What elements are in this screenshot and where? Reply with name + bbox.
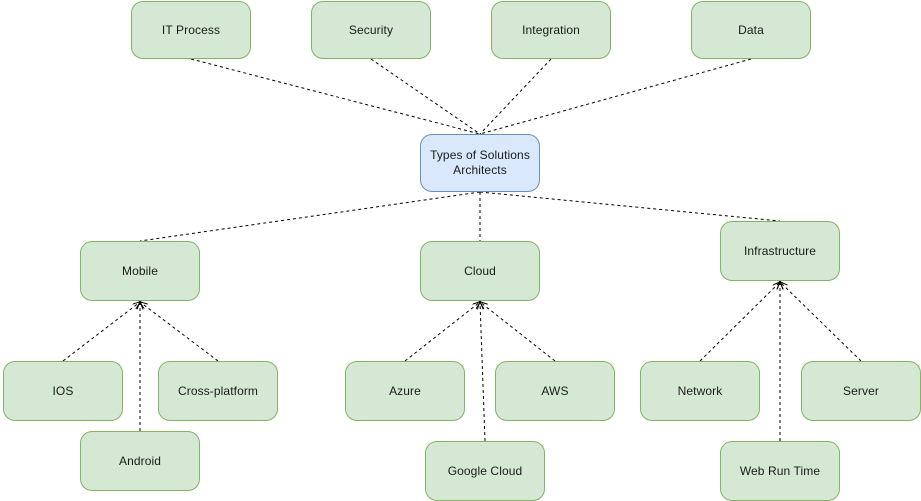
node-label-network: Network xyxy=(677,383,723,398)
node-label-web-run-time: Web Run Time xyxy=(739,463,821,478)
node-label-cloud: Cloud xyxy=(464,263,496,278)
node-infrastructure[interactable]: Infrastructure xyxy=(720,221,840,281)
edge-ios-to-mobile xyxy=(62,302,140,362)
edge-network-to-infrastructure xyxy=(699,282,780,362)
node-aws[interactable]: AWS xyxy=(495,361,615,421)
node-label-it-process: IT Process xyxy=(161,22,221,37)
node-label-google-cloud: Google Cloud xyxy=(447,463,523,478)
edge-cross-platform-to-mobile xyxy=(140,302,219,362)
node-label-data: Data xyxy=(738,22,764,37)
node-cross-platform[interactable]: Cross-platform xyxy=(158,361,278,421)
node-cloud[interactable]: Cloud xyxy=(420,241,540,301)
node-label-cross-platform: Cross-platform xyxy=(177,383,259,398)
node-label-azure: Azure xyxy=(389,383,421,398)
node-azure[interactable]: Azure xyxy=(345,361,465,421)
edge-aws-to-cloud xyxy=(480,302,556,362)
edge-server-to-infrastructure xyxy=(780,282,862,362)
node-google-cloud[interactable]: Google Cloud xyxy=(425,441,545,501)
node-network[interactable]: Network xyxy=(640,361,760,421)
node-it-process[interactable]: IT Process xyxy=(131,1,251,59)
node-label-security: Security xyxy=(348,22,394,37)
edge-it-process-to-root xyxy=(190,58,481,135)
node-label-aws: AWS xyxy=(541,383,569,398)
edge-azure-to-cloud xyxy=(404,302,480,362)
node-security[interactable]: Security xyxy=(311,1,431,59)
edge-root-to-infrastructure xyxy=(479,191,781,222)
node-label-server: Server xyxy=(843,383,879,398)
node-data[interactable]: Data xyxy=(691,1,811,59)
node-label-root: Types of Solutions Architects xyxy=(430,148,530,177)
edge-data-to-root xyxy=(479,58,752,135)
edge-google-cloud-to-cloud xyxy=(480,302,486,442)
node-web-run-time[interactable]: Web Run Time xyxy=(720,441,840,501)
node-integration[interactable]: Integration xyxy=(491,1,611,59)
node-label-infrastructure: Infrastructure xyxy=(743,243,817,258)
edge-integration-to-root xyxy=(479,58,552,135)
node-mobile[interactable]: Mobile xyxy=(80,241,200,301)
node-ios[interactable]: IOS xyxy=(3,361,123,421)
node-label-ios: IOS xyxy=(52,383,74,398)
edge-root-to-mobile xyxy=(139,191,481,242)
node-label-mobile: Mobile xyxy=(122,263,158,278)
node-android[interactable]: Android xyxy=(80,431,200,491)
node-label-android: Android xyxy=(118,453,162,468)
node-root[interactable]: Types of Solutions Architects xyxy=(420,134,540,192)
node-server[interactable]: Server xyxy=(801,361,921,421)
edge-security-to-root xyxy=(370,58,481,135)
node-label-integration: Integration xyxy=(522,22,580,37)
